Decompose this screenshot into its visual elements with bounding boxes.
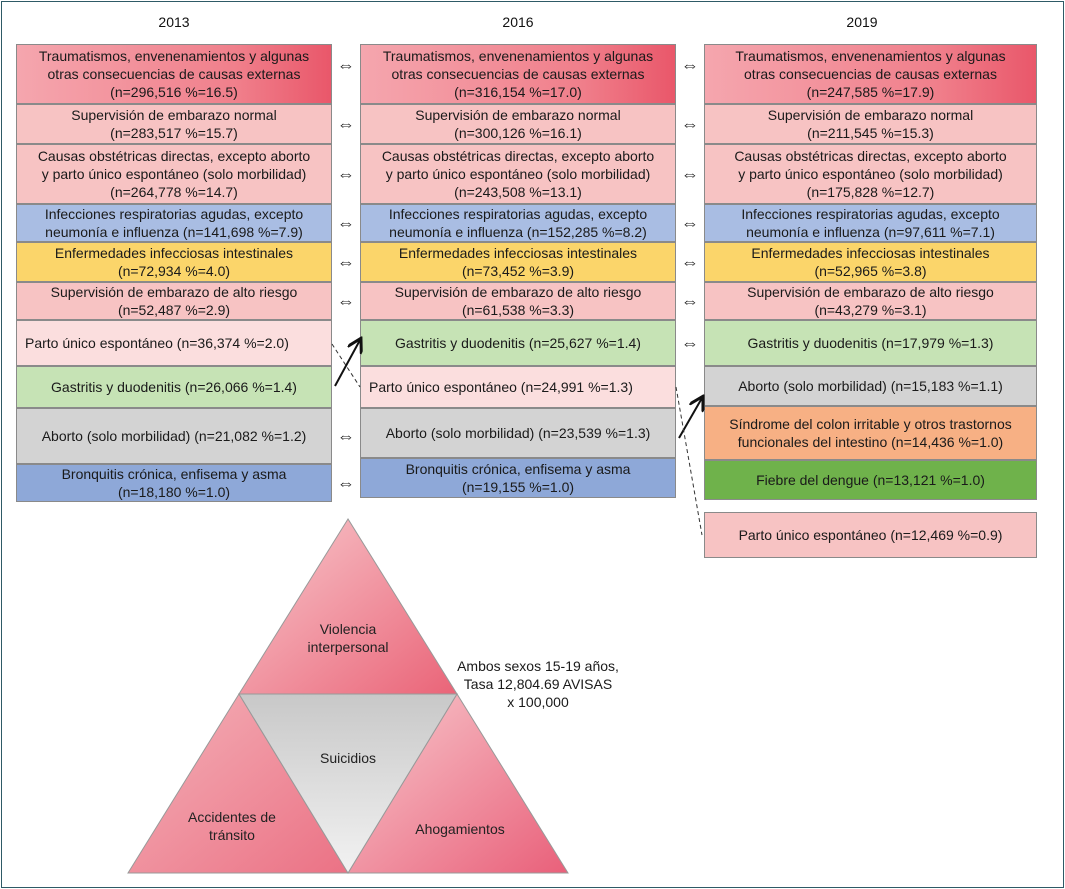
- box-2019-gastritis: Gastritis y duodenitis (n=17,979 %=1.3): [704, 320, 1037, 366]
- arrow-2016-2019-gastritis: ⇔: [681, 333, 699, 353]
- triangle-center: [238, 693, 458, 874]
- box-2019-obstetric-causes: Causas obstétricas directas, excepto abo…: [704, 144, 1037, 204]
- arrow-2016-2019-row1: ⇔: [681, 55, 699, 75]
- box-2016-bronchitis: Bronquitis crónica, enfisema y asma (n=1…: [360, 458, 676, 498]
- box-2013-normal-pregnancy: Supervisión de embarazo normal (n=283,51…: [16, 104, 332, 144]
- arrow-2016-2019-row2: ⇔: [681, 114, 699, 134]
- box-2013-gastritis: Gastritis y duodenitis (n=26,066 %=1.4): [16, 366, 332, 408]
- box-2016-normal-pregnancy: Supervisión de embarazo normal (n=300,12…: [360, 104, 676, 144]
- arrow-2013-2016-row6: ⇔: [337, 291, 355, 311]
- box-2013-spontaneous-birth: Parto único espontáneo (n=36,374 %=2.0): [16, 320, 332, 366]
- arrow-2013-2016-row2: ⇔: [337, 114, 355, 134]
- box-2013-bronchitis: Bronquitis crónica, enfisema y asma (n=1…: [16, 464, 332, 502]
- triangle-label-top: Violencia interpersonal: [307, 621, 389, 655]
- dashed-spontaneous-birth-2013-2016: [331, 343, 361, 388]
- box-2016-gastritis: Gastritis y duodenitis (n=25,627 %=1.4): [360, 320, 676, 366]
- box-2013-abortion: Aborto (solo morbilidad) (n=21,082 %=1.2…: [16, 408, 332, 464]
- box-2019-dengue: Fiebre del dengue (n=13,121 %=1.0): [704, 460, 1037, 500]
- arrow-2013-2016-row4: ⇔: [337, 213, 355, 233]
- box-2016-respiratory: Infecciones respiratorias agudas, except…: [360, 204, 676, 242]
- year-label-2013: 2013: [158, 14, 190, 30]
- triangle-label-center: Suicidios: [319, 750, 377, 766]
- arrow-gastritis-2013-2016: [334, 340, 360, 387]
- triangle-top: [238, 518, 458, 695]
- arrow-2016-2019-row4: ⇔: [681, 213, 699, 233]
- box-2016-spontaneous-birth: Parto único espontáneo (n=24,991 %=1.3): [360, 366, 676, 408]
- box-2013-obstetric-causes: Causas obstétricas directas, excepto abo…: [16, 144, 332, 204]
- box-2013-respiratory: Infecciones respiratorias agudas, except…: [16, 204, 332, 242]
- box-2016-external-causes: Traumatismos, envenenamientos y algunas …: [360, 44, 676, 104]
- box-2016-high-risk-pregnancy: Supervisión de embarazo de alto riesgo (…: [360, 282, 676, 320]
- box-2016-abortion: Aborto (solo morbilidad) (n=23,539 %=1.3…: [360, 408, 676, 458]
- year-label-2019: 2019: [846, 14, 878, 30]
- box-2016-obstetric-causes: Causas obstétricas directas, excepto abo…: [360, 144, 676, 204]
- box-2019-external-causes: Traumatismos, envenenamientos y algunas …: [704, 44, 1037, 104]
- box-2013-high-risk-pregnancy: Supervisión de embarazo de alto riesgo (…: [16, 282, 332, 320]
- year-label-2016: 2016: [502, 14, 534, 30]
- box-2019-normal-pregnancy: Supervisión de embarazo normal (n=211,54…: [704, 104, 1037, 144]
- arrow-2013-2016-row1: ⇔: [337, 55, 355, 75]
- triangle-label-right: Ahogamientos: [415, 821, 505, 837]
- dashed-spontaneous-birth-2016-2019: [675, 386, 703, 536]
- arrow-2013-2016-row5: ⇔: [337, 252, 355, 272]
- arrow-abortion-2016-2019: [678, 398, 702, 439]
- arrow-2013-2016-row3: ⇔: [337, 164, 355, 184]
- box-2013-intestinal: Enfermedades infecciosas intestinales (n…: [16, 242, 332, 282]
- box-2013-external-causes: Traumatismos, envenenamientos y algunas …: [16, 44, 332, 104]
- box-2019-intestinal: Enfermedades infecciosas intestinales (n…: [704, 242, 1037, 282]
- box-2019-high-risk-pregnancy: Supervisión de embarazo de alto riesgo (…: [704, 282, 1037, 320]
- triangle-caption: Ambos sexos 15-19 años, Tasa 12,804.69 A…: [457, 658, 619, 710]
- box-2019-abortion: Aborto (solo morbilidad) (n=15,183 %=1.1…: [704, 366, 1037, 406]
- arrow-2016-2019-row6: ⇔: [681, 291, 699, 311]
- arrow-2016-2019-row5: ⇔: [681, 252, 699, 272]
- arrow-2013-2016-abortion: ⇔: [337, 426, 355, 446]
- box-2019-respiratory: Infecciones respiratorias agudas, except…: [704, 204, 1037, 242]
- triangle-label-left: Accidentes de tránsito: [188, 809, 276, 843]
- box-2016-intestinal: Enfermedades infecciosas intestinales (n…: [360, 242, 676, 282]
- box-2019-colon: Síndrome del colon irritable y otros tra…: [704, 406, 1037, 460]
- arrow-2013-2016-bronchitis: ⇔: [337, 473, 355, 493]
- arrow-2016-2019-row3: ⇔: [681, 164, 699, 184]
- box-2019-spontaneous-birth: Parto único espontáneo (n=12,469 %=0.9): [704, 512, 1037, 558]
